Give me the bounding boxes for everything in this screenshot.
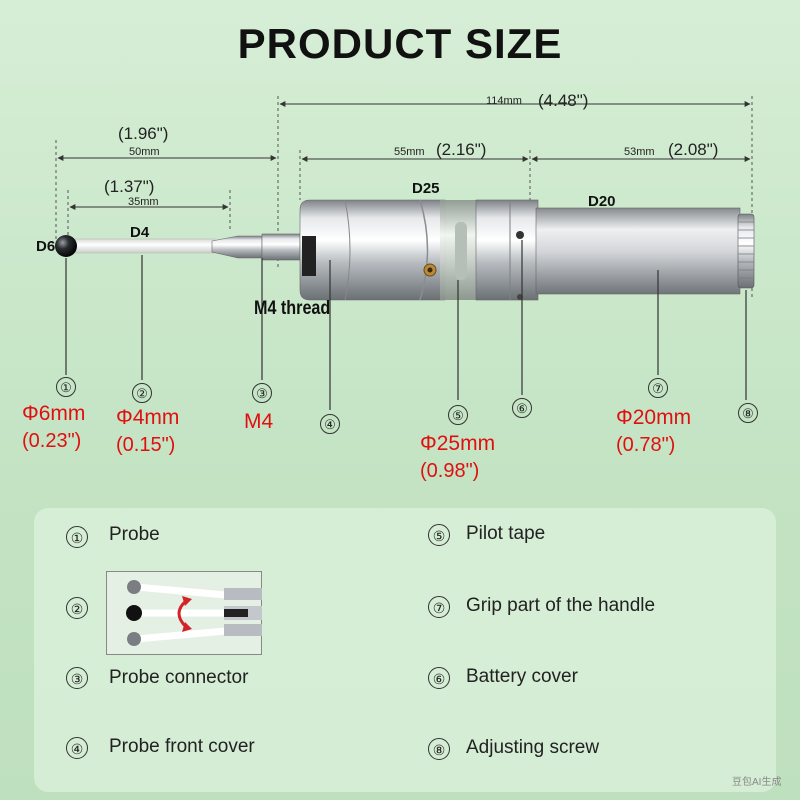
legend-text-probe: Probe	[109, 524, 160, 545]
probe-shaft-inch: (1.37")	[104, 177, 155, 196]
callout-7: ⑦	[648, 378, 668, 398]
legend-text-probe-front-cover: Probe front cover	[109, 736, 255, 757]
legend-num-6: ⑥	[428, 667, 450, 689]
spec-7-diameter: Φ20mm	[616, 406, 692, 429]
callout-5: ⑤	[448, 405, 468, 425]
legend-text-pilot-tape: Pilot tape	[466, 523, 546, 544]
legend-num-5: ⑤	[428, 524, 450, 546]
callout-4: ④	[320, 414, 340, 434]
rear-body-inch: (2.08")	[668, 140, 719, 159]
callout-1: ①	[56, 377, 76, 397]
callout-2: ②	[132, 383, 152, 403]
legend-num-1: ①	[66, 526, 88, 548]
probe-total-inch: (1.96")	[118, 124, 169, 143]
spec-2-diameter: Φ4mm	[116, 406, 180, 429]
spec-1-inch: (0.23")	[22, 430, 82, 452]
legend-num-2: ②	[66, 597, 88, 619]
spec-5-inch: (0.98")	[420, 460, 480, 482]
legend-text-grip: Grip part of the handle	[466, 595, 656, 616]
label-d4: D4	[130, 224, 150, 241]
label-m4-thread: M4 thread	[254, 298, 331, 319]
legend-text-battery-cover: Battery cover	[466, 666, 578, 687]
probe-swivel-inset	[106, 571, 262, 655]
spec-3-thread: M4	[244, 410, 274, 433]
label-d6: D6	[36, 238, 56, 255]
spec-5-diameter: Φ25mm	[420, 432, 496, 455]
front-body-inch: (2.16")	[436, 140, 487, 159]
front-body-mm: 55mm	[394, 146, 425, 158]
label-d20: D20	[588, 193, 616, 210]
spec-2-inch: (0.15")	[116, 434, 176, 456]
legend-num-8: ⑧	[428, 738, 450, 760]
callout-8: ⑧	[738, 403, 758, 423]
legend-text-adjusting-screw: Adjusting screw	[466, 737, 600, 758]
page-title: PRODUCT SIZE	[237, 20, 563, 67]
spec-1-diameter: Φ6mm	[22, 402, 86, 425]
probe-shaft-mm: 35mm	[128, 196, 159, 208]
probe-total-mm: 50mm	[129, 146, 160, 158]
callout-6: ⑥	[512, 398, 532, 418]
legend-num-7: ⑦	[428, 596, 450, 618]
label-d25: D25	[412, 180, 440, 197]
callout-3: ③	[252, 383, 272, 403]
watermark: 豆包AI生成	[732, 777, 782, 788]
rear-body-mm: 53mm	[624, 146, 655, 158]
legend-num-4: ④	[66, 737, 88, 759]
legend-text-probe-connector: Probe connector	[109, 667, 249, 688]
spec-7-inch: (0.78")	[616, 434, 676, 456]
overall-length-inch: (4.48")	[538, 91, 589, 110]
overall-length-mm: 114mm	[486, 95, 522, 107]
legend-num-3: ③	[66, 667, 88, 689]
